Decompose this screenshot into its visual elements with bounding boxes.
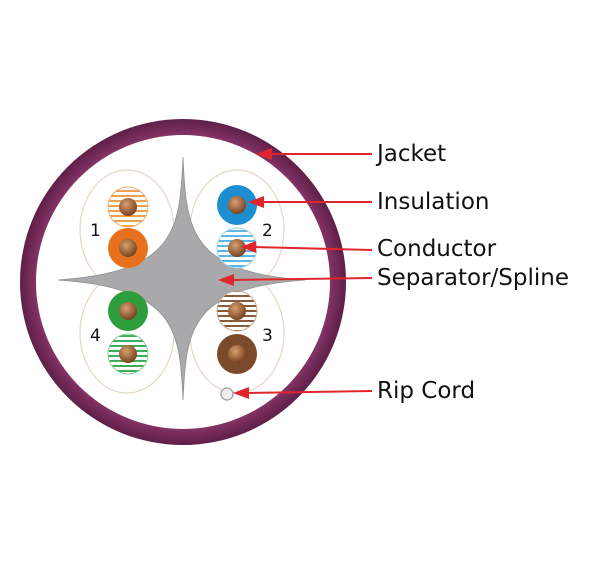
conductor [119,198,137,216]
leader-conductor [241,241,373,253]
leader-rip-cord [233,387,373,399]
pair-number-1: 1 [90,221,101,241]
label-rip-cord: Rip Cord [377,378,475,404]
rip-cord [220,387,234,401]
leader-separator [218,274,373,286]
label-jacket: Jacket [375,141,446,167]
pair-number-4: 4 [90,326,101,346]
pair-2 [216,185,258,269]
leader-insulation [248,196,372,208]
conductor [228,302,246,320]
conductor [228,345,246,363]
label-insulation: Insulation [377,189,489,215]
label-conductor: Conductor [377,236,497,262]
pair-4 [107,291,149,375]
pair-3 [216,290,258,374]
leader-lines [218,148,373,399]
conductor [228,196,246,214]
conductor [119,345,137,363]
leader-jacket [256,148,372,160]
conductor [119,239,137,257]
conductor [119,302,137,320]
pair-1 [107,186,149,268]
conductor [228,239,246,257]
pair-number-2: 2 [262,221,273,241]
pair-number-3: 3 [262,326,273,346]
label-separator-spline: Separator/Spline [377,265,569,291]
